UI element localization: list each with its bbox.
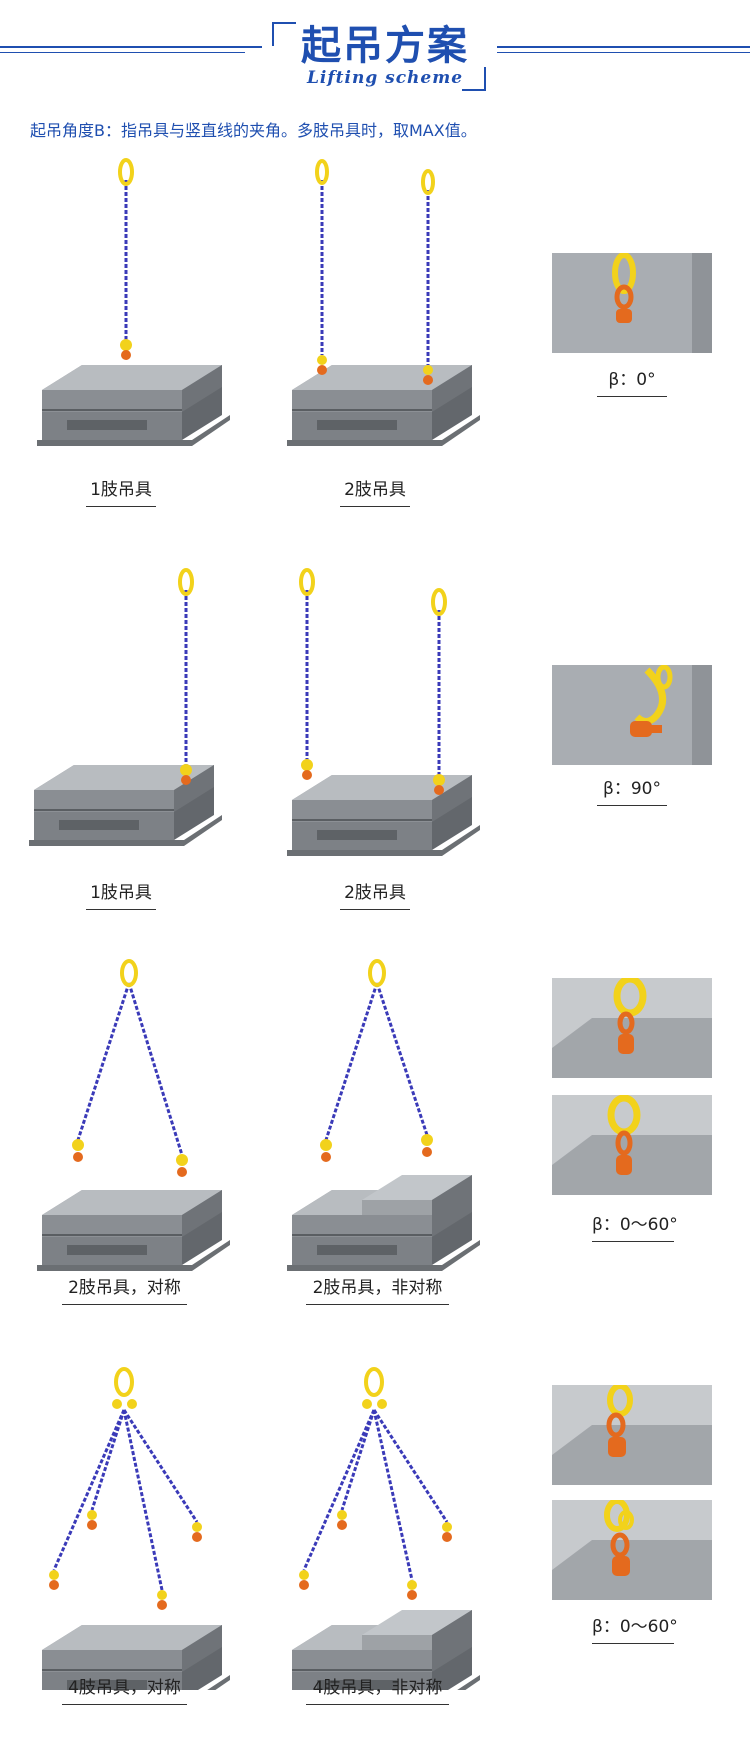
caption-row4-left: 4肢吊具，对称 <box>62 1673 187 1705</box>
caption-row2-right: 2肢吊具 <box>340 878 410 910</box>
scene-2leg-vertical <box>262 150 492 480</box>
beta-label-row1: β：0° <box>597 365 667 397</box>
scene-1leg-side <box>12 560 242 890</box>
beta-label-row3: β：0～60° <box>592 1210 678 1242</box>
intro-text: 起吊角度Β：指吊具与竖直线的夹角。多肢吊具时，取MAX值。 <box>30 121 477 140</box>
scene-4leg-asymmetric <box>262 1360 492 1690</box>
header-bracket-top-left <box>272 22 296 46</box>
header-bracket-bottom-right <box>462 67 486 91</box>
detail-photo-beta-90 <box>552 665 712 765</box>
page-title: 起吊方案 <box>301 23 469 69</box>
detail-photo-4leg-1 <box>552 1385 712 1485</box>
caption-row4-right: 4肢吊具，非对称 <box>306 1673 449 1705</box>
detail-photo-beta-0 <box>552 253 712 353</box>
caption-row1-right: 2肢吊具 <box>340 475 410 507</box>
caption-row3-left: 2肢吊具，对称 <box>62 1273 187 1305</box>
header-rule-left <box>0 46 262 48</box>
detail-photo-sym-2 <box>552 1095 712 1195</box>
scene-2leg-side <box>262 560 492 890</box>
detail-photo-4leg-2 <box>552 1500 712 1600</box>
caption-row2-left: 1肢吊具 <box>86 878 156 910</box>
scene-2leg-symmetric <box>12 955 242 1285</box>
beta-label-row4: β：0～60° <box>592 1612 678 1644</box>
beta-label-row2: β：90° <box>597 774 667 806</box>
page-subtitle: Lifting scheme <box>306 68 464 88</box>
scene-4leg-symmetric <box>12 1360 242 1690</box>
detail-photo-sym-1 <box>552 978 712 1078</box>
scene-2leg-asymmetric <box>262 955 492 1285</box>
scene-1leg-vertical <box>12 150 242 480</box>
caption-row1-left: 1肢吊具 <box>86 475 156 507</box>
header-rule-right-thin <box>497 52 750 53</box>
header-rule-left-thin <box>0 52 245 53</box>
caption-row3-right: 2肢吊具，非对称 <box>306 1273 449 1305</box>
header-rule-right <box>497 46 750 48</box>
